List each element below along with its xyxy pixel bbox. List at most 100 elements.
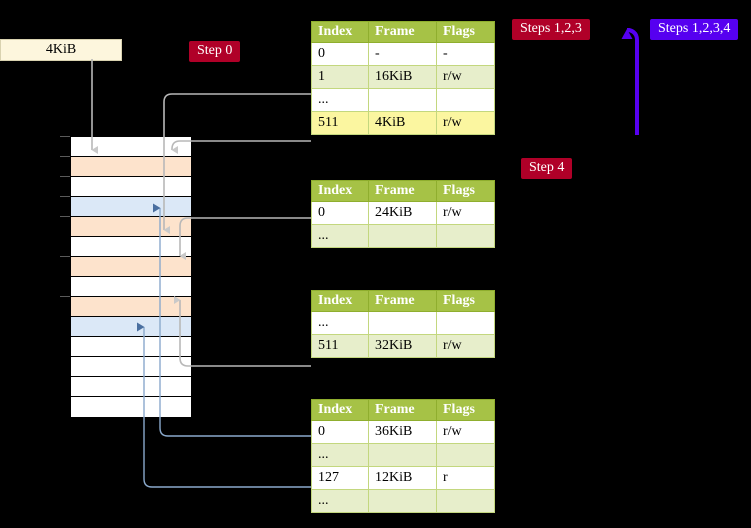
memory-grid-tick — [60, 156, 70, 157]
cell-index: 0 — [311, 201, 369, 225]
cell-flags: r/w — [436, 420, 495, 444]
memory-grid-row — [71, 157, 191, 177]
memory-grid-row — [71, 277, 191, 297]
mem-block-4kib: 4KiB — [0, 39, 122, 61]
memory-grid-row — [71, 217, 191, 237]
cell-index: ... — [311, 489, 369, 513]
arrow-purple-loop — [621, 28, 639, 135]
column-header-index: Index — [311, 180, 369, 202]
cell-frame — [368, 88, 437, 112]
cell-frame — [368, 489, 437, 513]
cell-frame — [368, 311, 437, 335]
badge-steps123-label: Steps 1,2,3 — [520, 21, 582, 36]
column-header-frame: Frame — [368, 290, 437, 312]
memory-grid — [70, 136, 191, 417]
memory-grid-tick — [60, 196, 70, 197]
badge-steps123: Steps 1,2,3 — [512, 19, 590, 40]
memory-grid-row — [71, 237, 191, 257]
memory-grid-tick — [60, 176, 70, 177]
memory-grid-row — [71, 137, 191, 157]
cell-frame: 4KiB — [368, 111, 437, 135]
cell-frame: 36KiB — [368, 420, 437, 444]
column-header-index: Index — [311, 399, 369, 421]
column-header-frame: Frame — [368, 399, 437, 421]
column-header-flags: Flags — [436, 180, 495, 202]
cell-flags: r/w — [436, 334, 495, 358]
cell-index: ... — [311, 224, 369, 248]
cell-index: ... — [311, 88, 369, 112]
memory-grid-row — [71, 357, 191, 377]
mem-block-label: 4KiB — [45, 42, 77, 57]
column-header-index: Index — [311, 21, 369, 43]
cell-index: 1 — [311, 65, 369, 89]
cell-index: 511 — [311, 334, 369, 358]
cell-frame: 12KiB — [368, 466, 437, 490]
memory-grid-row — [71, 397, 191, 417]
cell-flags: r/w — [436, 201, 495, 225]
memory-grid-row — [71, 337, 191, 357]
cell-frame: 32KiB — [368, 334, 437, 358]
cell-flags: r/w — [436, 65, 495, 89]
cell-index: ... — [311, 311, 369, 335]
cell-flags — [436, 489, 495, 513]
memory-grid-row — [71, 317, 191, 337]
cell-index: 0 — [311, 420, 369, 444]
badge-step4-label: Step 4 — [529, 160, 565, 175]
cell-index: ... — [311, 443, 369, 467]
cell-frame: - — [368, 42, 437, 66]
cell-frame: 24KiB — [368, 201, 437, 225]
table-row: ... — [311, 311, 495, 335]
column-header-flags: Flags — [436, 399, 495, 421]
column-header-index: Index — [311, 290, 369, 312]
badge-step0-label: Step 0 — [197, 43, 233, 58]
badge-step0: Step 0 — [189, 41, 241, 62]
memory-grid-tick — [60, 256, 70, 257]
badge-steps1234: Steps 1,2,3,4 — [650, 19, 739, 40]
memory-grid-tick — [60, 216, 70, 217]
arrow-pd-511-up — [174, 296, 311, 367]
cell-flags — [436, 311, 495, 335]
column-header-frame: Frame — [368, 21, 437, 43]
memory-grid-tick — [60, 136, 70, 137]
table-row: ... — [311, 443, 495, 467]
table-row: ... — [311, 489, 495, 513]
cell-flags — [436, 443, 495, 467]
column-header-flags: Flags — [436, 21, 495, 43]
cell-frame — [368, 443, 437, 467]
cell-frame: 16KiB — [368, 65, 437, 89]
memory-grid-tick — [60, 296, 70, 297]
cell-flags — [436, 88, 495, 112]
memory-grid-row — [71, 297, 191, 317]
cell-index: 0 — [311, 42, 369, 66]
column-header-frame: Frame — [368, 180, 437, 202]
cell-index: 127 — [311, 466, 369, 490]
memory-grid-row — [71, 257, 191, 277]
memory-grid-row — [71, 377, 191, 397]
table-row: 0-- — [311, 42, 495, 66]
memory-grid-row — [71, 197, 191, 217]
column-header-flags: Flags — [436, 290, 495, 312]
badge-step4: Step 4 — [521, 158, 573, 179]
cell-frame — [368, 224, 437, 248]
memory-grid-row — [71, 177, 191, 197]
table-row: ... — [311, 224, 495, 248]
arrow-pml4-511-to-grid — [171, 140, 311, 154]
cell-flags: - — [436, 42, 495, 66]
arrow-pdpt-0-down — [179, 217, 311, 260]
table-row: ... — [311, 88, 495, 112]
cell-flags: r/w — [436, 111, 495, 135]
cell-flags: r — [436, 466, 495, 490]
badge-steps1234-label: Steps 1,2,3,4 — [658, 21, 731, 36]
cell-index: 511 — [311, 111, 369, 135]
